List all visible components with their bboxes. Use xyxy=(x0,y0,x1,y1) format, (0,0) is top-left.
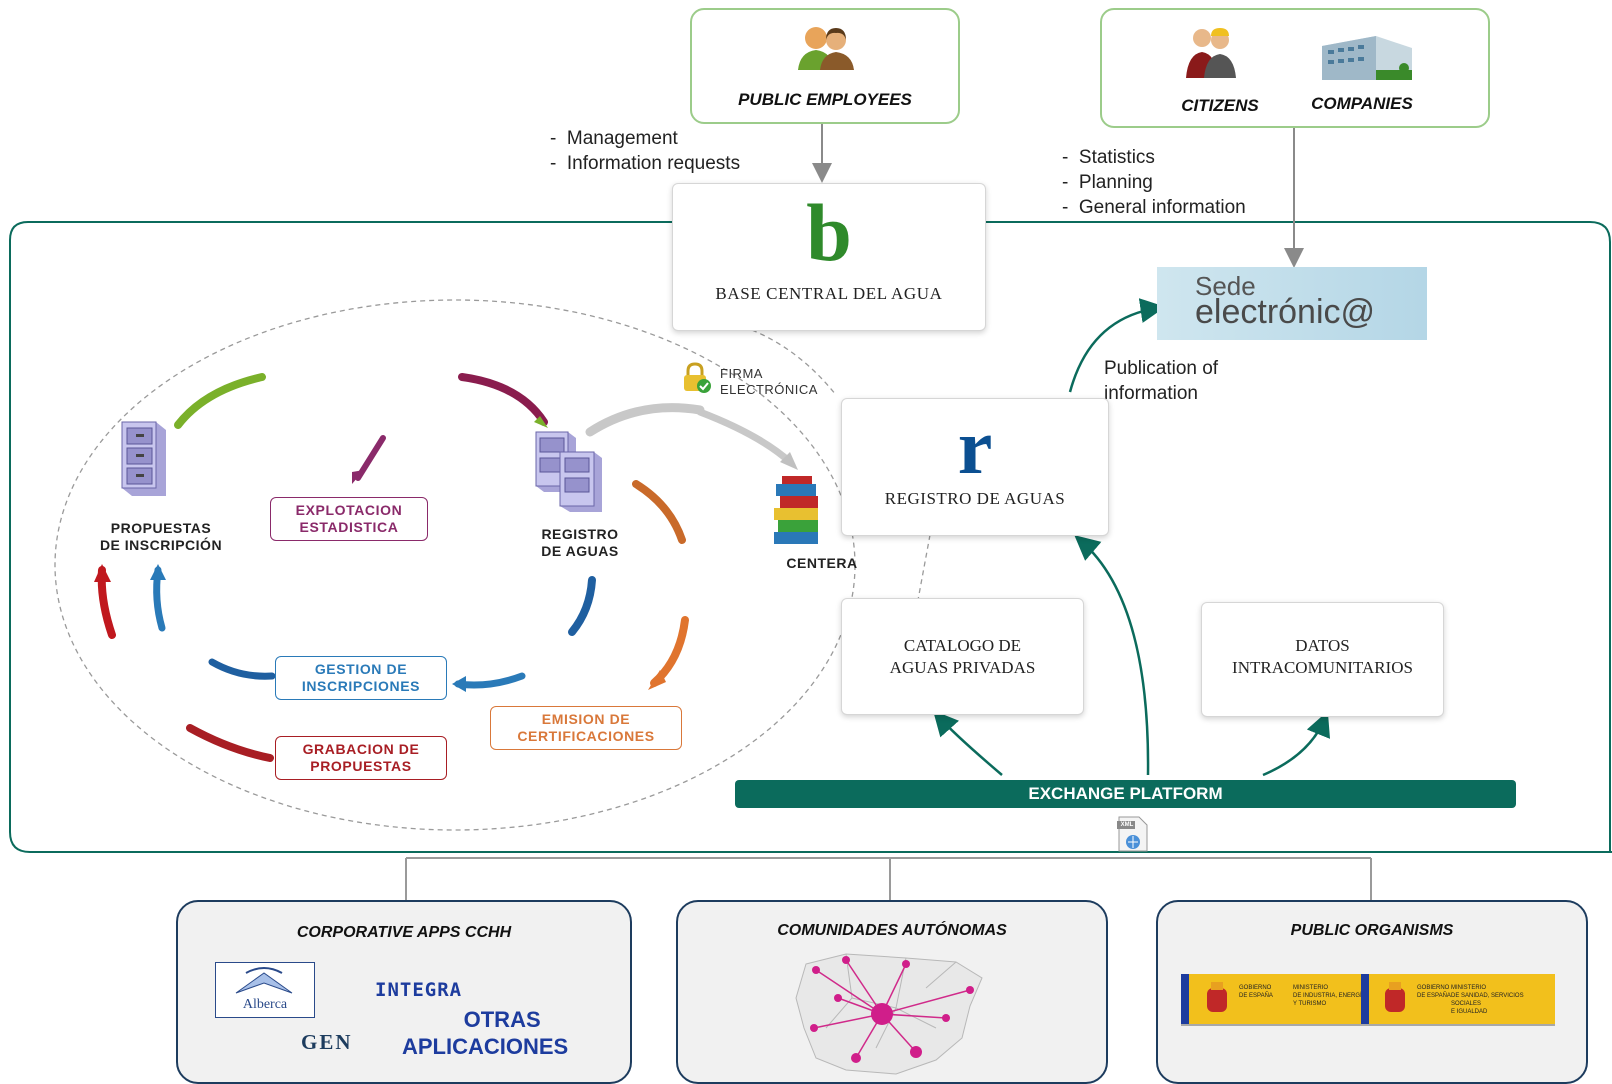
list-item: - Planning xyxy=(1062,172,1153,193)
citizens-label: CITIZENS xyxy=(1181,96,1259,115)
employee-uses-list: - Management - Information requests xyxy=(550,126,740,176)
citizens-companies-box: CITIZENS COMPANIES xyxy=(1100,8,1490,128)
public-employees-label: PUBLIC EMPLOYEES xyxy=(738,90,912,109)
bottom-connectors xyxy=(405,857,1372,902)
list-item: - Management xyxy=(550,128,678,149)
lock-icon xyxy=(684,362,711,393)
comunidades-title: COMUNIDADES AUTÓNOMAS xyxy=(777,922,1007,939)
corporative-title: CORPORATIVE APPS CCHH xyxy=(296,924,512,941)
base-central-box: b BASE CENTRAL DEL AGUA xyxy=(672,183,986,331)
connector-layer xyxy=(9,123,1612,902)
list-item: - General information xyxy=(1062,197,1246,218)
citizens-icon xyxy=(1186,28,1236,78)
publication-arrow xyxy=(1068,298,1166,393)
spain-map-icon xyxy=(795,953,983,1075)
organisms-title: PUBLIC ORGANISMS xyxy=(1290,922,1454,939)
public-uses-list: - Statistics - Planning - General inform… xyxy=(1062,145,1246,220)
alberca-book-icon xyxy=(235,967,293,994)
companies-label: COMPANIES xyxy=(1311,94,1413,113)
integra-label: INTEGRA xyxy=(375,979,463,1001)
sede-electronica-banner: Sede electrónic@ xyxy=(1157,267,1427,340)
cabinet-icon xyxy=(121,421,166,496)
xml-label: XML xyxy=(1120,822,1134,828)
employees-icon xyxy=(798,27,854,70)
books-icon xyxy=(774,476,818,544)
coat-of-arms-icon xyxy=(1385,982,1405,1012)
list-item: - Information requests xyxy=(550,153,741,174)
centera-label: CENTERA xyxy=(786,555,858,571)
xml-file-icon xyxy=(1117,816,1148,852)
coat-of-arms-icon xyxy=(1207,982,1227,1012)
base-central-title: BASE CENTRAL DEL AGUA xyxy=(715,284,943,303)
eu-stripe xyxy=(1181,974,1189,1024)
comunidades-box: COMUNIDADES AUTÓNOMAS xyxy=(676,900,1108,1084)
eu-stripe xyxy=(1361,974,1369,1024)
cabinet-icon xyxy=(535,431,602,512)
sede-line1: Sede xyxy=(1195,271,1256,301)
arrow-green xyxy=(174,373,266,429)
registro-aguas-box: r REGISTRO DE AGUAS xyxy=(841,398,1109,536)
list-item: - Statistics xyxy=(1062,147,1155,168)
otras-aplicaciones-label: OTRAS APLICACIONES xyxy=(402,1007,569,1059)
base-central-logo: b xyxy=(806,187,852,278)
xml-icon: XML xyxy=(1115,815,1149,853)
main-container-border xyxy=(9,221,1612,853)
gen-label: GEN xyxy=(301,1030,353,1054)
companies-icon xyxy=(1322,36,1412,80)
registro-logo: r xyxy=(957,403,993,490)
corporative-apps-box: CORPORATIVE APPS CCHH Alberca INTEGRA GE… xyxy=(176,900,632,1084)
registro-title: REGISTRO DE AGUAS xyxy=(884,489,1066,508)
sede-line2: electrónic@ xyxy=(1195,293,1376,331)
process-ellipse xyxy=(54,299,856,831)
public-employees-box: PUBLIC EMPLOYEES xyxy=(690,8,960,124)
alberca-logo: Alberca xyxy=(215,962,315,1018)
publication-label: Publication of information xyxy=(1104,358,1219,404)
alberca-label: Alberca xyxy=(242,997,288,1012)
exchange-platform-bar: EXCHANGE PLATFORM xyxy=(735,780,1516,808)
